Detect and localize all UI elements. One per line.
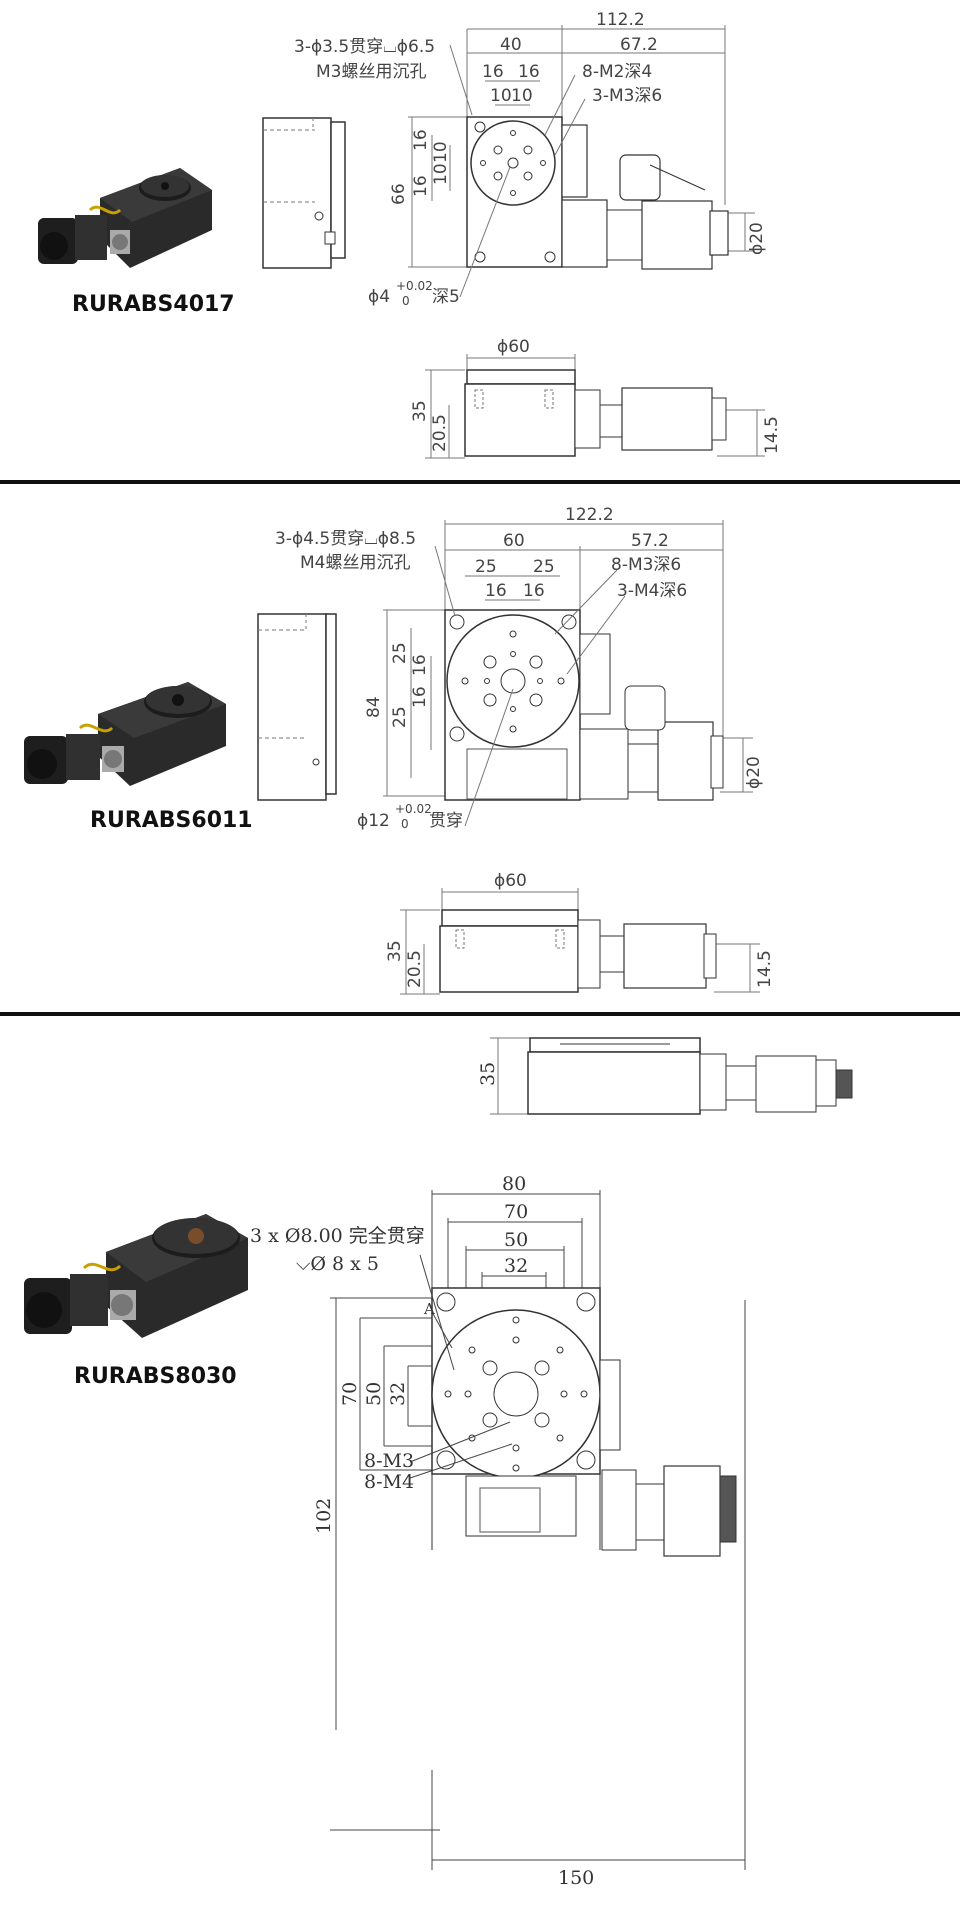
dim-pitch-b: 25 [533,557,555,577]
section-rurabs4017: RURABS4017 [0,0,960,480]
section-divider [0,480,960,484]
dim-front-height: 35 [410,400,430,422]
top-view-drawing: 112.2 40 67.2 16 16 10 10 66 16 16 10 10… [294,10,767,308]
callout-thread-b: 3-M3深6 [592,86,662,106]
dim-vpitch-d: 10 [431,163,451,185]
dim-vpitch-c: 16 [410,654,430,676]
product-photo-rurabs8030 [24,1214,248,1338]
dim-table-dia: ϕ60 [497,337,530,357]
callout-center-tol-lower: 0 [401,817,409,831]
callout-counterbore-1: 3-ϕ4.5贯穿⌴ϕ8.5 [275,529,416,549]
front-view-drawing: 35 [477,1037,853,1115]
dim-motor-height: 14.5 [755,950,775,988]
dim-motor-dia: ϕ20 [744,756,764,789]
dim-pitch-d: 16 [523,581,545,601]
dim-right-width: 57.2 [631,531,669,551]
callout-thread-a: 8-M3深6 [611,555,681,575]
top-view-drawing: 80 70 50 32 102 70 50 32 150 3 x Ø8.00 完… [250,1173,746,1889]
dim-pitch-b: 16 [518,62,540,82]
dim-vpitch-c: 10 [431,141,451,163]
section-divider [0,1012,960,1016]
dim-pitch-a: 25 [475,557,497,577]
product-photo-rurabs4017 [38,168,212,268]
side-view-drawing [257,613,337,801]
callout-center-suffix: 深5 [432,287,460,307]
dim-motor-dia: ϕ20 [747,222,767,255]
dim-table-dia: ϕ60 [494,871,527,891]
callout-center-hole: ϕ12 [357,811,390,831]
dim-vpitch-b: 25 [390,706,410,728]
dim-pitch-c: 16 [485,581,507,601]
dim-vpitch-50: 50 [363,1382,385,1406]
dim-height: 84 [364,696,384,718]
dim-vpitch-70: 70 [339,1382,361,1406]
callout-center-tol-lower: 0 [402,294,410,308]
section-rurabs6011: RURABS6011 [0,486,960,1012]
dim-vpitch-a: 16 [411,129,431,151]
dim-front-height: 35 [477,1062,499,1086]
dim-width-80: 80 [502,1173,526,1195]
callout-m3: 8-M3 [364,1450,414,1472]
dim-height-102: 102 [313,1498,335,1534]
dim-vpitch-d: 16 [410,686,430,708]
callout-thread-a: 8-M2深4 [582,62,652,82]
model-label: RURABS6011 [90,808,253,833]
dim-left-width: 60 [503,531,525,551]
callout-counterbore-1: 3-ϕ3.5贯穿⌴ϕ6.5 [294,37,435,57]
dim-pitch-70: 70 [504,1201,528,1223]
dim-total-length: 150 [558,1867,594,1889]
model-label: RURABS8030 [74,1364,237,1389]
callout-center-tol-upper: +0.02 [395,802,432,816]
dim-front-height: 35 [385,940,405,962]
dim-motor-height: 14.5 [762,416,782,454]
label-a: A [423,1300,435,1318]
front-view-drawing: ϕ60 35 20.5 14.5 [385,871,775,995]
callout-center-suffix: 贯穿 [429,811,463,831]
dim-vpitch-b: 16 [411,175,431,197]
dim-overall-width: 122.2 [565,505,614,525]
dim-vpitch-a: 25 [390,642,410,664]
dim-base-height: 20.5 [405,950,425,988]
callout-m4: 8-M4 [364,1471,414,1493]
callout-center-hole: ϕ4 [368,287,390,307]
dim-pitch-32: 32 [504,1255,528,1277]
callout-thread-b: 3-M4深6 [617,581,687,601]
dim-pitch-50: 50 [504,1229,528,1251]
side-view-drawing [262,117,346,269]
dim-base-height: 20.5 [430,414,450,452]
dim-left-width: 40 [500,35,522,55]
dim-pitch-a: 16 [482,62,504,82]
callout-counterbore-2: M3螺丝用沉孔 [316,62,426,82]
callout-thru-2: ⌵Ø 8 x 5 [296,1253,379,1275]
callout-center-tol-upper: +0.02 [396,279,433,293]
callout-counterbore-2: M4螺丝用沉孔 [300,553,410,573]
dim-height: 66 [389,183,409,205]
product-photo-rurabs6011 [24,682,226,786]
top-view-drawing: 122.2 60 57.2 25 25 16 16 84 25 25 16 16… [275,505,764,831]
section-rurabs8030: 35 RURABS8030 [0,1018,960,1905]
dim-vpitch-32: 32 [387,1382,409,1406]
front-view-drawing: ϕ60 35 20.5 14.5 [410,337,782,459]
dim-right-width: 67.2 [620,35,658,55]
dim-pitch-c: 10 [490,86,512,106]
callout-thru-1: 3 x Ø8.00 完全贯穿 [250,1225,425,1247]
dim-overall-width: 112.2 [596,10,645,30]
model-label: RURABS4017 [72,292,235,317]
dim-pitch-d: 10 [511,86,533,106]
